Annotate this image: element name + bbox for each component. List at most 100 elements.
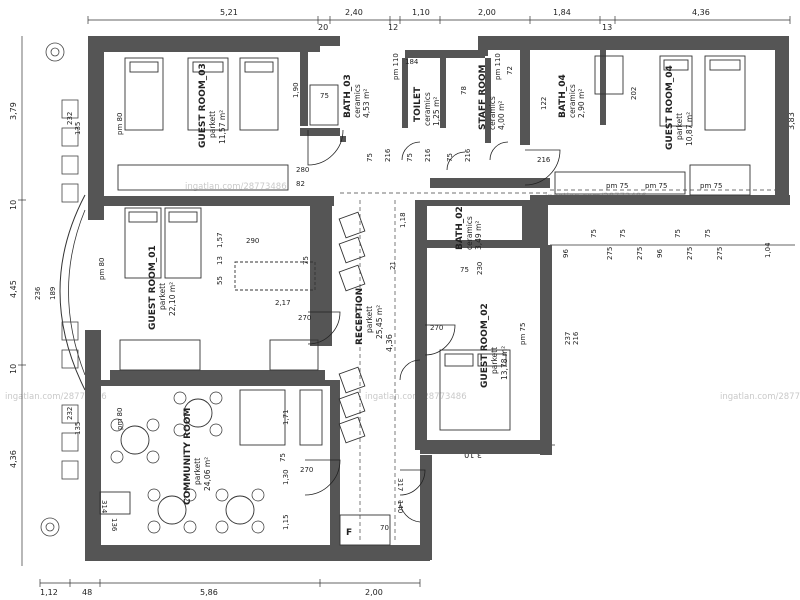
dashed-lines — [340, 189, 775, 540]
watermark-text: ingatlan.com/28773486 — [720, 392, 800, 402]
room-floor: parkett — [490, 347, 499, 374]
label-135: 135 — [74, 422, 82, 435]
label-122: 122 — [540, 97, 548, 110]
dim-left: 4,36 — [9, 450, 18, 468]
doors — [304, 129, 561, 523]
label-314: 314 — [100, 500, 108, 514]
room-label-community-room: COMMUNITY ROOM parkett 24,06 m² — [183, 408, 212, 505]
label-140: 140 — [396, 500, 404, 513]
label-pm75: pm 75 — [519, 323, 527, 345]
label-pm110: pm 110 — [494, 53, 502, 80]
dim-left: 4,45 — [9, 280, 18, 298]
label-78: 78 — [460, 86, 468, 95]
label-pm80: pm 80 — [98, 258, 106, 280]
room-name: COMMUNITY ROOM — [183, 408, 193, 505]
room-floor: parkett — [675, 113, 684, 140]
label-270: 270 — [300, 466, 313, 474]
label-202: 202 — [630, 87, 638, 100]
room-floor: parkett — [365, 306, 374, 333]
dim-top: 5,21 — [220, 8, 238, 17]
room-name: BATH_04 — [558, 74, 568, 118]
label-270: 270 — [298, 314, 311, 322]
room-name: BATH_03 — [343, 74, 353, 118]
dim-top: 4,36 — [692, 8, 710, 17]
dimension-labels: 5,21 20 2,40 12 1,10 2,00 1,84 13 4,36 1… — [9, 8, 796, 597]
room-area: 4,00 m² — [497, 101, 506, 130]
label-pm110: pm 110 — [392, 53, 400, 80]
room-label-guest-room-02: GUEST ROOM_02 parkett 13,78 m² — [480, 303, 509, 388]
room-label-guest-room-01: GUEST ROOM_01 parkett 22,10 m² — [148, 245, 177, 330]
label-75: 75 — [460, 266, 469, 274]
room-label-staff-room: STAFF ROOM ceramics 4,00 m² — [478, 64, 506, 130]
label-96: 96 — [562, 249, 570, 258]
watermark-text: ingatlan.com/28773486 — [185, 182, 287, 192]
label-2-17: 2,17 — [275, 299, 291, 307]
room-name: TOILET — [413, 86, 423, 122]
room-floor: parkett — [193, 458, 202, 485]
label-216: 216 — [572, 331, 580, 345]
label-189: 189 — [49, 287, 57, 300]
dim-bottom: 2,00 — [365, 588, 383, 597]
room-area: 24,06 m² — [203, 457, 212, 491]
label-82: 82 — [296, 180, 305, 188]
label-275: 275 — [686, 247, 694, 260]
reception-height: 4,36 — [385, 334, 394, 352]
label-275: 275 — [636, 247, 644, 260]
room-area: 3,49 m² — [474, 221, 483, 250]
label-232: 232 — [66, 407, 74, 420]
label-70: 70 — [380, 524, 389, 532]
label-275: 275 — [606, 247, 614, 260]
room-label-toilet: TOILET ceramics 1,25 m² — [413, 86, 441, 126]
label-232: 232 — [66, 112, 74, 125]
room-floor: ceramics — [488, 96, 497, 130]
label-96: 96 — [656, 249, 664, 258]
label-135: 135 — [74, 122, 82, 135]
room-name: STAFF ROOM — [478, 64, 488, 130]
room-label-reception: RECEPTION parkett 25,45 m² — [355, 288, 384, 345]
label-pm75: pm 75 — [606, 182, 628, 190]
label-317: 317 — [396, 478, 404, 491]
label-f: F — [346, 528, 352, 538]
label-55: 55 — [216, 276, 224, 285]
label-75: 75 — [302, 256, 310, 265]
room-name: GUEST ROOM_03 — [198, 63, 208, 148]
label-230: 230 — [476, 262, 484, 275]
room-label-bath-03: BATH_03 ceramics 4,53 m² — [343, 74, 371, 118]
dim-left: 3,79 — [9, 102, 18, 120]
room-label-guest-room-04: GUEST ROOM_04 parkett 10,87 m² — [665, 65, 694, 150]
bay-window-arc — [59, 194, 86, 391]
room-label-bath-04: BATH_04 ceramics 2,90 m² — [558, 74, 586, 118]
label-216: 216 — [464, 148, 472, 162]
label-pm75: pm 75 — [700, 182, 722, 190]
room-area: 13,78 m² — [500, 346, 509, 380]
label-pm80: pm 80 — [116, 408, 124, 430]
label-236: 236 — [34, 286, 42, 300]
label-72: 72 — [506, 66, 514, 75]
room-area: 1,25 m² — [432, 97, 441, 126]
dim-bottom: 5,86 — [200, 588, 218, 597]
walls — [85, 36, 790, 561]
room-name: GUEST ROOM_02 — [480, 303, 490, 388]
room-label-guest-room-03: GUEST ROOM_03 parkett 11,57 m² — [198, 63, 227, 148]
dim-top: 2,00 — [478, 8, 496, 17]
label-1-18: 1,18 — [399, 212, 407, 228]
label-1-30: 1,30 — [282, 469, 290, 485]
label-1-57: 1,57 — [216, 232, 224, 248]
label-75: 75 — [590, 229, 598, 238]
room-floor: ceramics — [353, 84, 362, 118]
label-75: 75 — [619, 229, 627, 238]
label-75: 75 — [366, 153, 374, 162]
label-75: 75 — [674, 229, 682, 238]
room-floor: ceramics — [568, 84, 577, 118]
label-1-90: 1,90 — [292, 82, 300, 98]
room-name: GUEST ROOM_04 — [665, 65, 675, 150]
dim-mid: 3,10 — [464, 450, 482, 459]
label-75: 75 — [320, 92, 329, 100]
dim-top: 2,40 — [345, 8, 363, 17]
dim-top: 20 — [318, 23, 328, 32]
label-184: 184 — [405, 58, 419, 66]
label-pm75: pm 75 — [645, 182, 667, 190]
room-name: BATH_02 — [455, 206, 465, 250]
room-area: 25,45 m² — [375, 305, 384, 339]
